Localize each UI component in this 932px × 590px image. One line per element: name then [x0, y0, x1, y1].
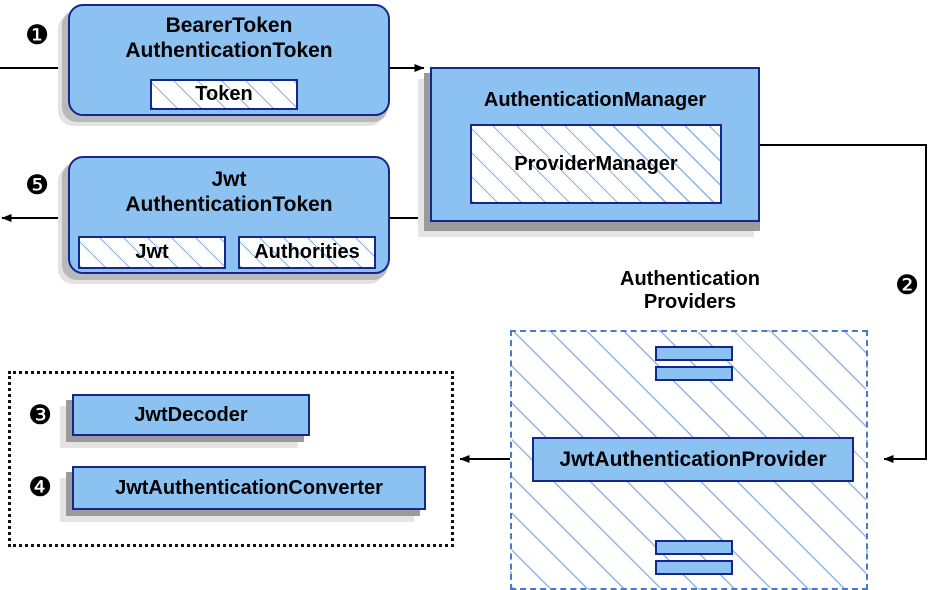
step-marker-4: ❹ — [28, 472, 53, 502]
jwt-decoder-label: JwtDecoder — [134, 403, 248, 426]
authorities-label: Authorities — [254, 241, 360, 263]
provider-manager-label: ProviderManager — [514, 152, 678, 175]
node-jwt-decoder[interactable]: JwtDecoder — [72, 394, 310, 436]
authentication-manager-label: AuthenticationManager — [483, 89, 707, 111]
connector-manager-to-provider — [760, 144, 927, 463]
provider-bar-bottom-1 — [655, 540, 733, 555]
node-jwt-authentication-token[interactable]: Jwt AuthenticationToken — [68, 156, 390, 274]
node-jwt-authentication-converter[interactable]: JwtAuthenticationConverter — [72, 466, 426, 510]
jwt-provider-label: JwtAuthenticationProvider — [559, 447, 827, 471]
bearer-token-label-line2: AuthenticationToken — [125, 39, 333, 63]
providers-group-title: Authentication Providers — [570, 268, 810, 314]
jwt-converter-label: JwtAuthenticationConverter — [115, 476, 383, 499]
providers-title-line1: Authentication — [620, 268, 760, 290]
providers-title-line2: Providers — [643, 291, 737, 313]
support-components-container — [8, 371, 454, 547]
provider-bar-top-1 — [655, 346, 733, 361]
step-marker-3: ❸ — [28, 400, 53, 430]
step-marker-2: ❷ — [895, 270, 920, 300]
step-marker-1: ❶ — [25, 20, 50, 50]
node-jwt-authentication-provider[interactable]: JwtAuthenticationProvider — [532, 437, 854, 482]
token-label: Token — [195, 83, 253, 105]
jwt-label: Jwt — [135, 241, 169, 263]
node-bearer-token-authentication-token[interactable]: BearerToken AuthenticationToken — [68, 4, 390, 116]
jwt-token-label-line2: AuthenticationToken — [125, 193, 333, 217]
node-authorities[interactable]: Authorities — [238, 236, 376, 269]
node-jwt[interactable]: Jwt — [78, 236, 226, 269]
node-token[interactable]: Token — [150, 79, 298, 110]
node-provider-manager[interactable]: ProviderManager — [470, 124, 722, 204]
jwt-token-label-line1: Jwt — [211, 168, 247, 191]
step-marker-5: ❺ — [25, 170, 50, 200]
provider-bar-top-2 — [655, 366, 733, 381]
bearer-token-label-line1: BearerToken — [165, 14, 293, 37]
provider-bar-bottom-2 — [655, 560, 733, 575]
